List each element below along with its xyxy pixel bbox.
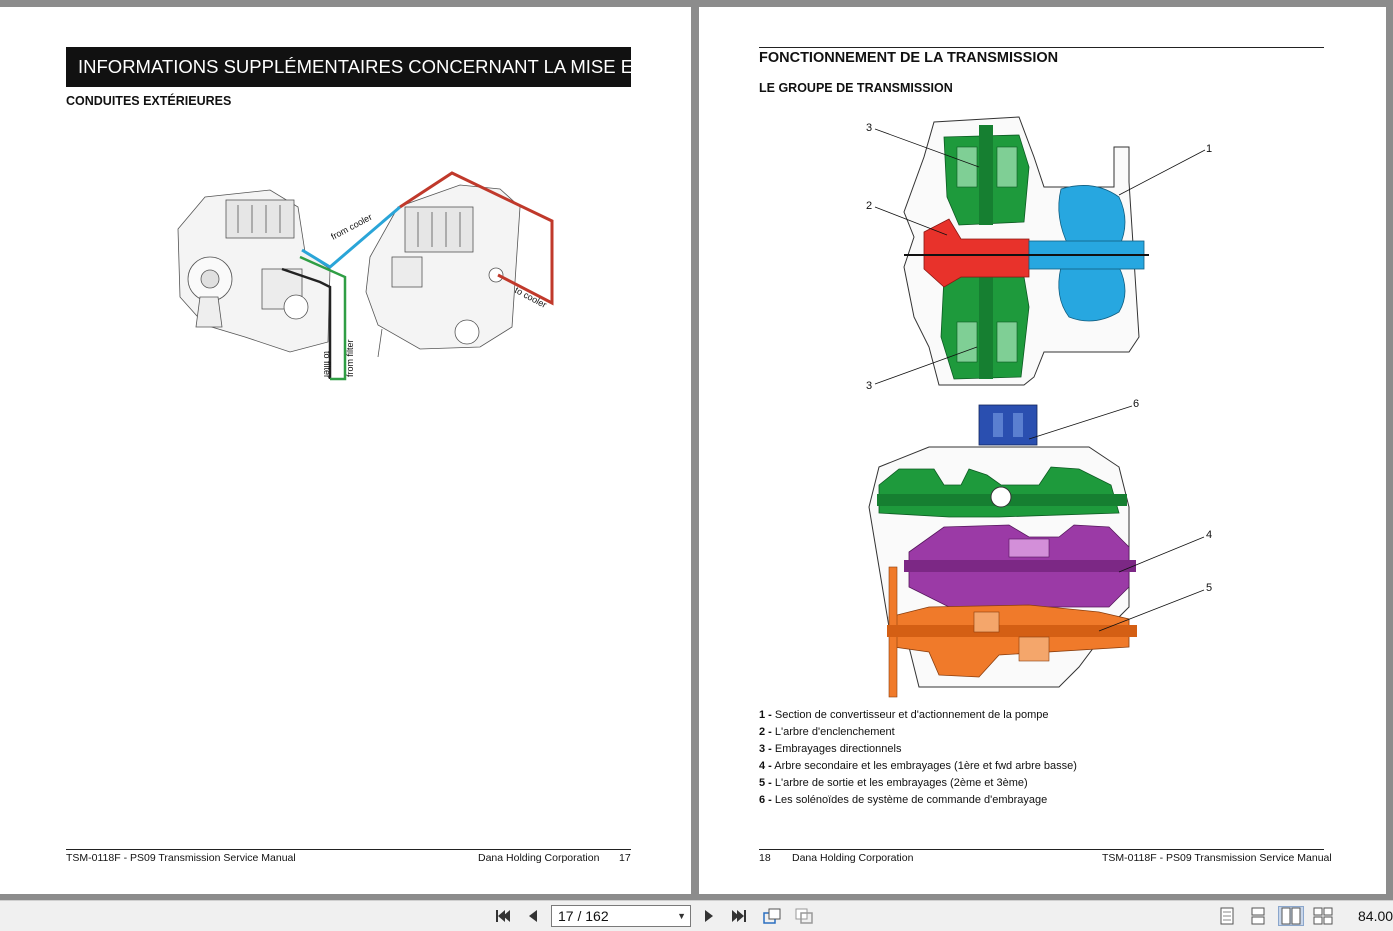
continuous-facing-view-icon[interactable] <box>1312 906 1334 926</box>
section-title: FONCTIONNEMENT DE LA TRANSMISSION <box>759 47 1324 66</box>
callout-5: 5 <box>1206 582 1212 594</box>
callout-4: 4 <box>1206 529 1212 541</box>
legend-list: 1 - Section de convertisseur et d'action… <box>759 707 1077 809</box>
last-page-icon[interactable] <box>728 906 750 926</box>
external-lines-diagram: from cooler to cooler to filter from fil… <box>177 171 554 381</box>
chevron-down-icon: ▼ <box>677 911 686 921</box>
transmission-left-drawing <box>177 189 331 353</box>
footer-manual: TSM-0118F - PS09 Transmission Service Ma… <box>66 852 296 864</box>
legend-item: 5 - L'arbre de sortie et les embrayages … <box>759 777 1028 789</box>
cooler-return-line <box>399 171 554 306</box>
callout-3-lower: 3 <box>866 380 872 392</box>
facing-pages-view-icon[interactable] <box>1278 906 1304 926</box>
callout-6: 6 <box>1133 398 1139 410</box>
callout-2: 2 <box>866 200 872 212</box>
first-page-icon[interactable] <box>492 906 514 926</box>
single-page-view-icon[interactable] <box>1216 906 1238 926</box>
prev-page-icon[interactable] <box>522 906 544 926</box>
callout-3-upper: 3 <box>866 122 872 134</box>
next-page-icon[interactable] <box>698 906 720 926</box>
legend-item: 2 - L'arbre d'enclenchement <box>759 726 895 738</box>
from-cooler-line <box>301 205 401 269</box>
transmission-cutaway-diagram: 1 2 3 3 4 5 6 <box>866 116 1212 698</box>
from-filter-label: from filter <box>345 339 355 377</box>
section-title: INFORMATIONS SUPPLÉMENTAIRES CONCERNANT … <box>66 47 631 87</box>
page-number-select[interactable]: 17 / 162 ▼ <box>551 905 691 927</box>
page-number: 17 <box>619 852 631 864</box>
zoom-level[interactable]: 84.00 <box>1358 908 1393 924</box>
right-page: FONCTIONNEMENT DE LA TRANSMISSION LE GRO… <box>699 7 1386 894</box>
section-subtitle: CONDUITES EXTÉRIEURES <box>66 94 232 108</box>
from-cooler-label: from cooler <box>329 212 373 242</box>
continuous-view-icon[interactable] <box>1247 906 1269 926</box>
transmission-right-drawing <box>365 184 521 358</box>
page-number: 18 <box>759 852 771 864</box>
viewer-toolbar: 17 / 162 ▼ 84.00 <box>0 900 1393 931</box>
go-back-view-icon[interactable] <box>761 906 783 926</box>
legend-item: 6 - Les solénoïdes de système de command… <box>759 794 1048 806</box>
footer-company: Dana Holding Corporation <box>792 852 914 864</box>
footer-rule <box>66 849 631 850</box>
to-cooler-label: to cooler <box>513 285 548 310</box>
left-page: INFORMATIONS SUPPLÉMENTAIRES CONCERNANT … <box>0 7 691 894</box>
footer-rule <box>759 849 1324 850</box>
footer-company: Dana Holding Corporation <box>478 852 600 864</box>
footer-manual: TSM-0118F - PS09 Transmission Service Ma… <box>1102 852 1332 864</box>
legend-item: 4 - Arbre secondaire et les embrayages (… <box>759 760 1077 772</box>
callout-1: 1 <box>1206 143 1212 155</box>
go-forward-view-icon[interactable] <box>793 906 815 926</box>
legend-item: 3 - Embrayages directionnels <box>759 743 902 755</box>
to-filter-line <box>281 267 332 379</box>
section-subtitle: LE GROUPE DE TRANSMISSION <box>759 81 953 95</box>
from-filter-line <box>299 255 347 381</box>
legend-item: 1 - Section de convertisseur et d'action… <box>759 709 1049 721</box>
to-filter-label: to filter <box>322 351 332 378</box>
